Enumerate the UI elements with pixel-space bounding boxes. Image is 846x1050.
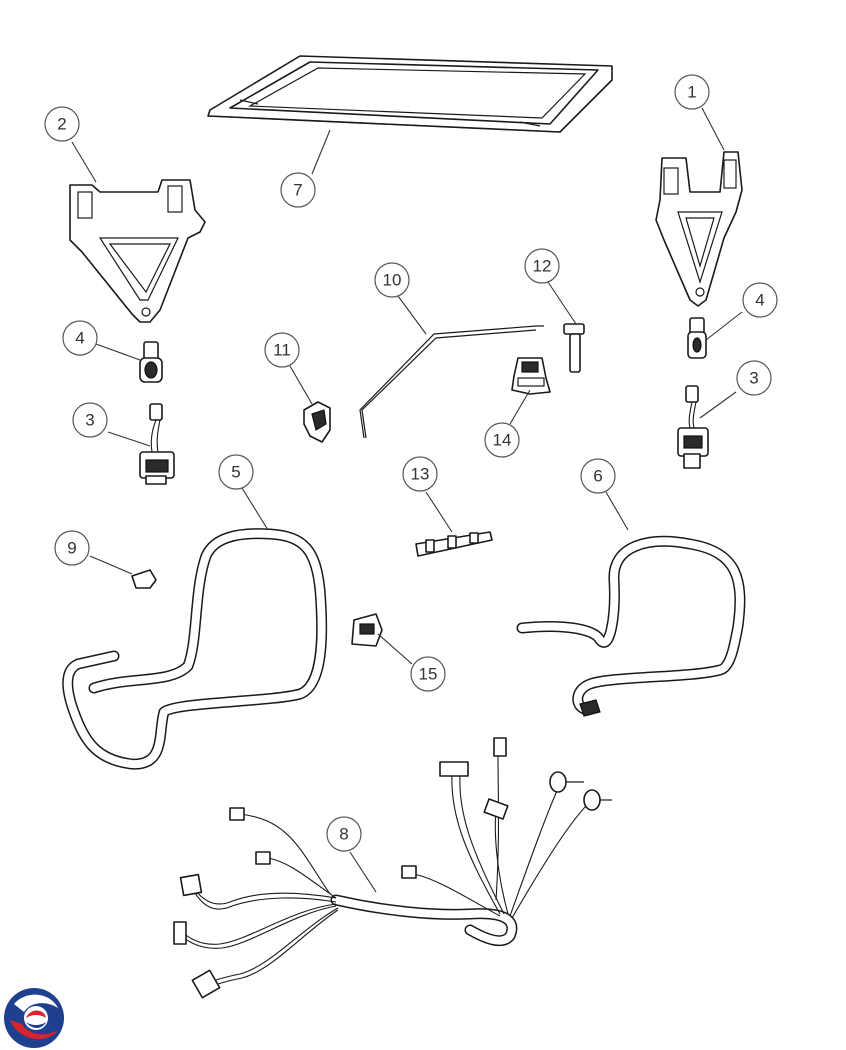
callout-4-right: 4 [742, 282, 778, 318]
part-4-right-clip [687, 317, 707, 359]
part-9-cap [131, 569, 157, 589]
callout-label: 15 [419, 665, 438, 684]
callout-11: 11 [264, 332, 300, 368]
callout-label: 3 [749, 369, 758, 388]
part-10-rod [359, 325, 544, 439]
part-3-right-switch [677, 385, 709, 469]
part-12-pin [563, 323, 585, 373]
brand-logo [4, 988, 64, 1048]
callout-label: 8 [339, 825, 348, 844]
callout-label: 6 [593, 467, 602, 486]
part-1-right-hinge-bracket [655, 151, 743, 307]
callout-7: 7 [280, 172, 316, 208]
part-8-wiring-harness [173, 737, 612, 999]
callout-14: 14 [484, 422, 520, 458]
part-3-left-switch [139, 403, 175, 485]
callout-10: 10 [374, 262, 410, 298]
part-15-connector [351, 613, 383, 647]
callout-1: 1 [674, 74, 710, 110]
callout-label: 2 [57, 115, 66, 134]
callout-2: 2 [44, 106, 80, 142]
part-11-bracket [303, 401, 331, 443]
callout-label: 4 [755, 291, 764, 310]
callout-4-left: 4 [62, 320, 98, 356]
callout-15: 15 [410, 656, 446, 692]
callout-8: 8 [326, 816, 362, 852]
callout-label: 1 [687, 83, 696, 102]
part-4-left-clip [139, 341, 163, 383]
callout-6: 6 [580, 458, 616, 494]
leader-lines [71, 107, 743, 893]
callout-3-right: 3 [736, 360, 772, 396]
callout-label: 10 [383, 271, 402, 290]
part-6-right-gasket [516, 535, 746, 717]
callout-label: 9 [67, 539, 76, 558]
callout-label: 14 [493, 431, 512, 450]
callout-label: 5 [231, 463, 240, 482]
callout-label: 12 [533, 257, 552, 276]
callout-9: 9 [54, 530, 90, 566]
part-5-left-gasket [62, 528, 328, 770]
callout-label: 13 [411, 465, 430, 484]
part-2-left-hinge-bracket [69, 179, 206, 323]
callout-3-left: 3 [72, 402, 108, 438]
callout-label: 7 [293, 181, 302, 200]
callout-12: 12 [524, 248, 560, 284]
callout-label: 4 [75, 329, 84, 348]
callout-13: 13 [402, 456, 438, 492]
callout-label: 11 [273, 341, 291, 360]
part-7-glass-frame [207, 55, 613, 133]
callout-5: 5 [218, 454, 254, 490]
part-13-latch-strip [415, 531, 493, 557]
part-14-clip [511, 357, 551, 395]
callout-label: 3 [85, 411, 94, 430]
